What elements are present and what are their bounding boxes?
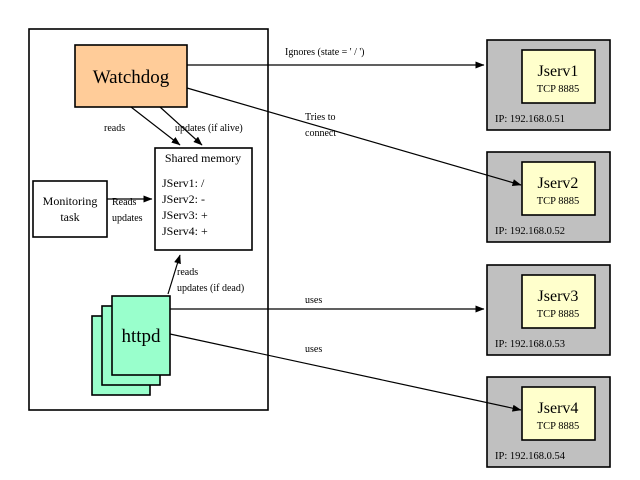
shared-memory-entry-jserv4: JServ4: +: [162, 224, 208, 238]
server-inner-box-jserv2: [521, 161, 596, 216]
server-port-jserv4: TCP 8885: [537, 421, 580, 432]
shared-memory-entry-jserv2: JServ2: -: [162, 192, 205, 206]
shared-memory-box[interactable]: [154, 147, 253, 251]
edge-label-reads-updates-line1: Reads: [112, 197, 137, 208]
watchdog-label: Watchdog: [93, 67, 170, 88]
server-ip-jserv2: IP: 192.168.0.52: [495, 226, 565, 237]
shared-memory-entry-jserv3: JServ3: +: [162, 208, 208, 222]
shared-memory-title: Shared memory: [165, 151, 241, 165]
httpd-box-front[interactable]: [111, 295, 171, 376]
server-port-jserv1: TCP 8885: [537, 84, 580, 95]
httpd-label: httpd: [121, 326, 161, 347]
monitoring-task-box[interactable]: [32, 180, 108, 238]
edge-label-reads-updates-line2: updates: [112, 213, 143, 224]
edge-label-uses-2: uses: [305, 344, 322, 355]
watchdog-box[interactable]: [74, 44, 188, 108]
server-inner-box-jserv4: [521, 386, 596, 441]
edge-watchdog-to-jserv2: [186, 87, 522, 186]
server-name-jserv3: Jserv3: [538, 288, 579, 305]
server-ip-jserv4: IP: 192.168.0.54: [495, 451, 566, 462]
edge-label-tries-line2: connect: [305, 128, 336, 139]
server-name-jserv2: Jserv2: [538, 175, 579, 192]
edge-label-reads: reads: [104, 123, 125, 134]
edge-httpd-to-jserv4: [169, 333, 522, 412]
edge-label-updates-if-dead: updates (if dead): [177, 283, 244, 294]
server-port-jserv3: TCP 8885: [537, 309, 580, 320]
monitoring-task-label-line2: task: [60, 210, 79, 224]
edge-label-uses-1: uses: [305, 295, 322, 306]
server-ip-jserv1: IP: 192.168.0.51: [495, 114, 565, 125]
server-ip-jserv3: IP: 192.168.0.53: [495, 339, 565, 350]
server-name-jserv1: Jserv1: [538, 63, 579, 80]
server-inner-box-jserv1: [521, 49, 596, 104]
edge-label-tries-line1: Tries to: [305, 112, 335, 123]
edge-watchdog-updates-shared-memory: [159, 106, 203, 146]
server-name-jserv4: Jserv4: [538, 400, 579, 417]
edge-watchdog-reads-shared-memory: [130, 106, 181, 146]
edge-label-ignores: Ignores (state = ' / '): [285, 47, 365, 58]
server-port-jserv2: TCP 8885: [537, 196, 580, 207]
edge-label-reads-2: reads: [177, 267, 198, 278]
edge-httpd-to-shared-memory: [167, 254, 181, 295]
monitoring-task-label-line1: Monitoring: [43, 194, 98, 208]
edge-label-updates-if-alive: updates (if alive): [175, 123, 243, 134]
server-inner-box-jserv3: [521, 274, 596, 329]
shared-memory-entry-jserv1: JServ1: /: [162, 176, 205, 190]
